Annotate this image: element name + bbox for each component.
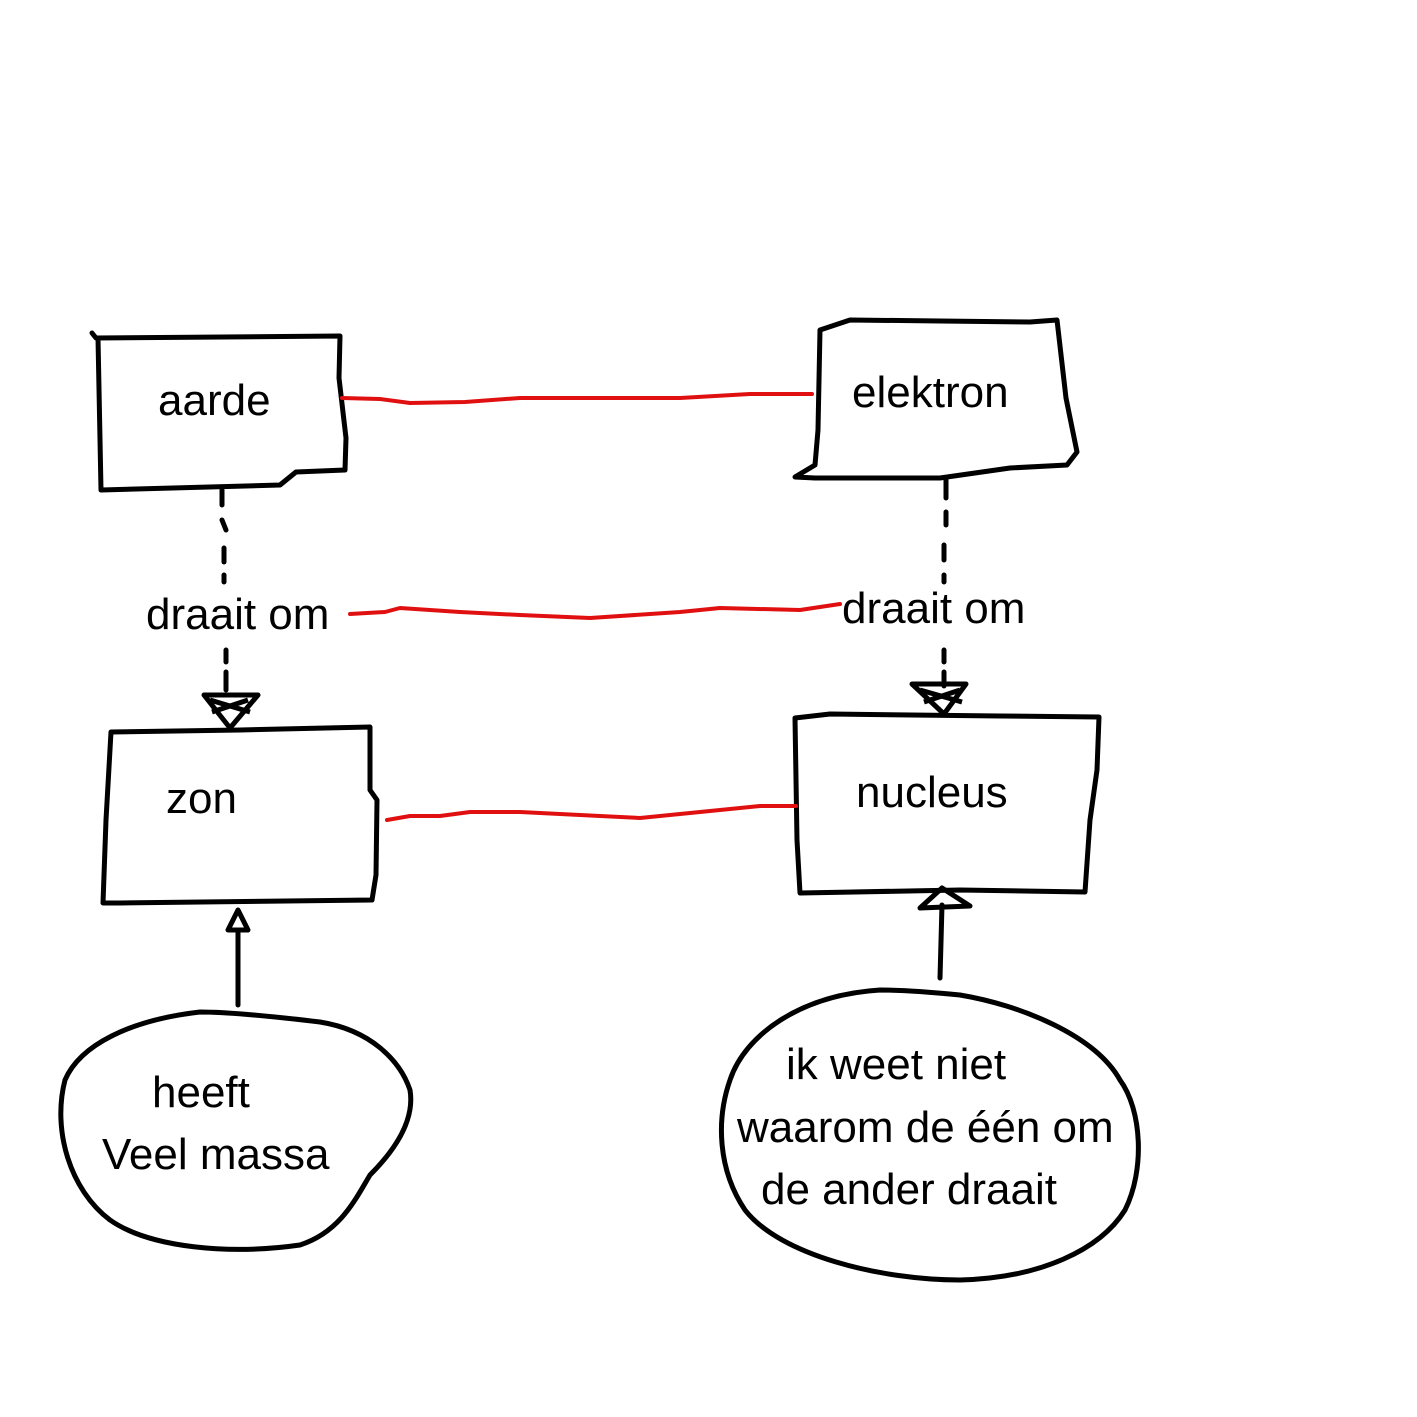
edge-label-left: draait om bbox=[146, 590, 330, 639]
note-nucleus-line2: waarom de één om bbox=[737, 1103, 1114, 1152]
node-box-aarde[interactable] bbox=[89, 330, 349, 493]
edge-label-right: draait om bbox=[842, 584, 1026, 633]
note-zon-line2: Veel massa bbox=[102, 1130, 330, 1179]
note-nucleus-line1: ik weet niet bbox=[786, 1040, 1007, 1089]
note-zon-line1: heeft bbox=[152, 1068, 250, 1117]
analogy-link-zon-nucleus bbox=[385, 804, 798, 822]
analogy-link-aarde-elektron bbox=[340, 392, 814, 405]
node-label-elektron: elektron bbox=[852, 368, 1009, 417]
node-label-zon: zon bbox=[166, 774, 237, 823]
analogy-link-relations bbox=[348, 602, 842, 620]
arrowhead-elektron-nucleus bbox=[909, 681, 969, 717]
edge-aarde-zon-dotted bbox=[219, 487, 229, 693]
note-bubble-zon[interactable] bbox=[58, 1009, 414, 1252]
edge-note-nucleus bbox=[917, 885, 973, 981]
note-nucleus-line3: de ander draait bbox=[761, 1165, 1057, 1214]
node-box-zon[interactable] bbox=[100, 724, 380, 906]
note-bubble-nucleus[interactable] bbox=[718, 987, 1141, 1283]
node-label-aarde: aarde bbox=[158, 376, 271, 425]
node-box-elektron[interactable] bbox=[792, 317, 1080, 481]
arrowhead-aarde-zon bbox=[201, 692, 261, 731]
edge-note-zon bbox=[225, 907, 251, 1008]
edge-elektron-nucleus-dotted bbox=[941, 477, 949, 689]
node-label-nucleus: nucleus bbox=[856, 768, 1008, 817]
